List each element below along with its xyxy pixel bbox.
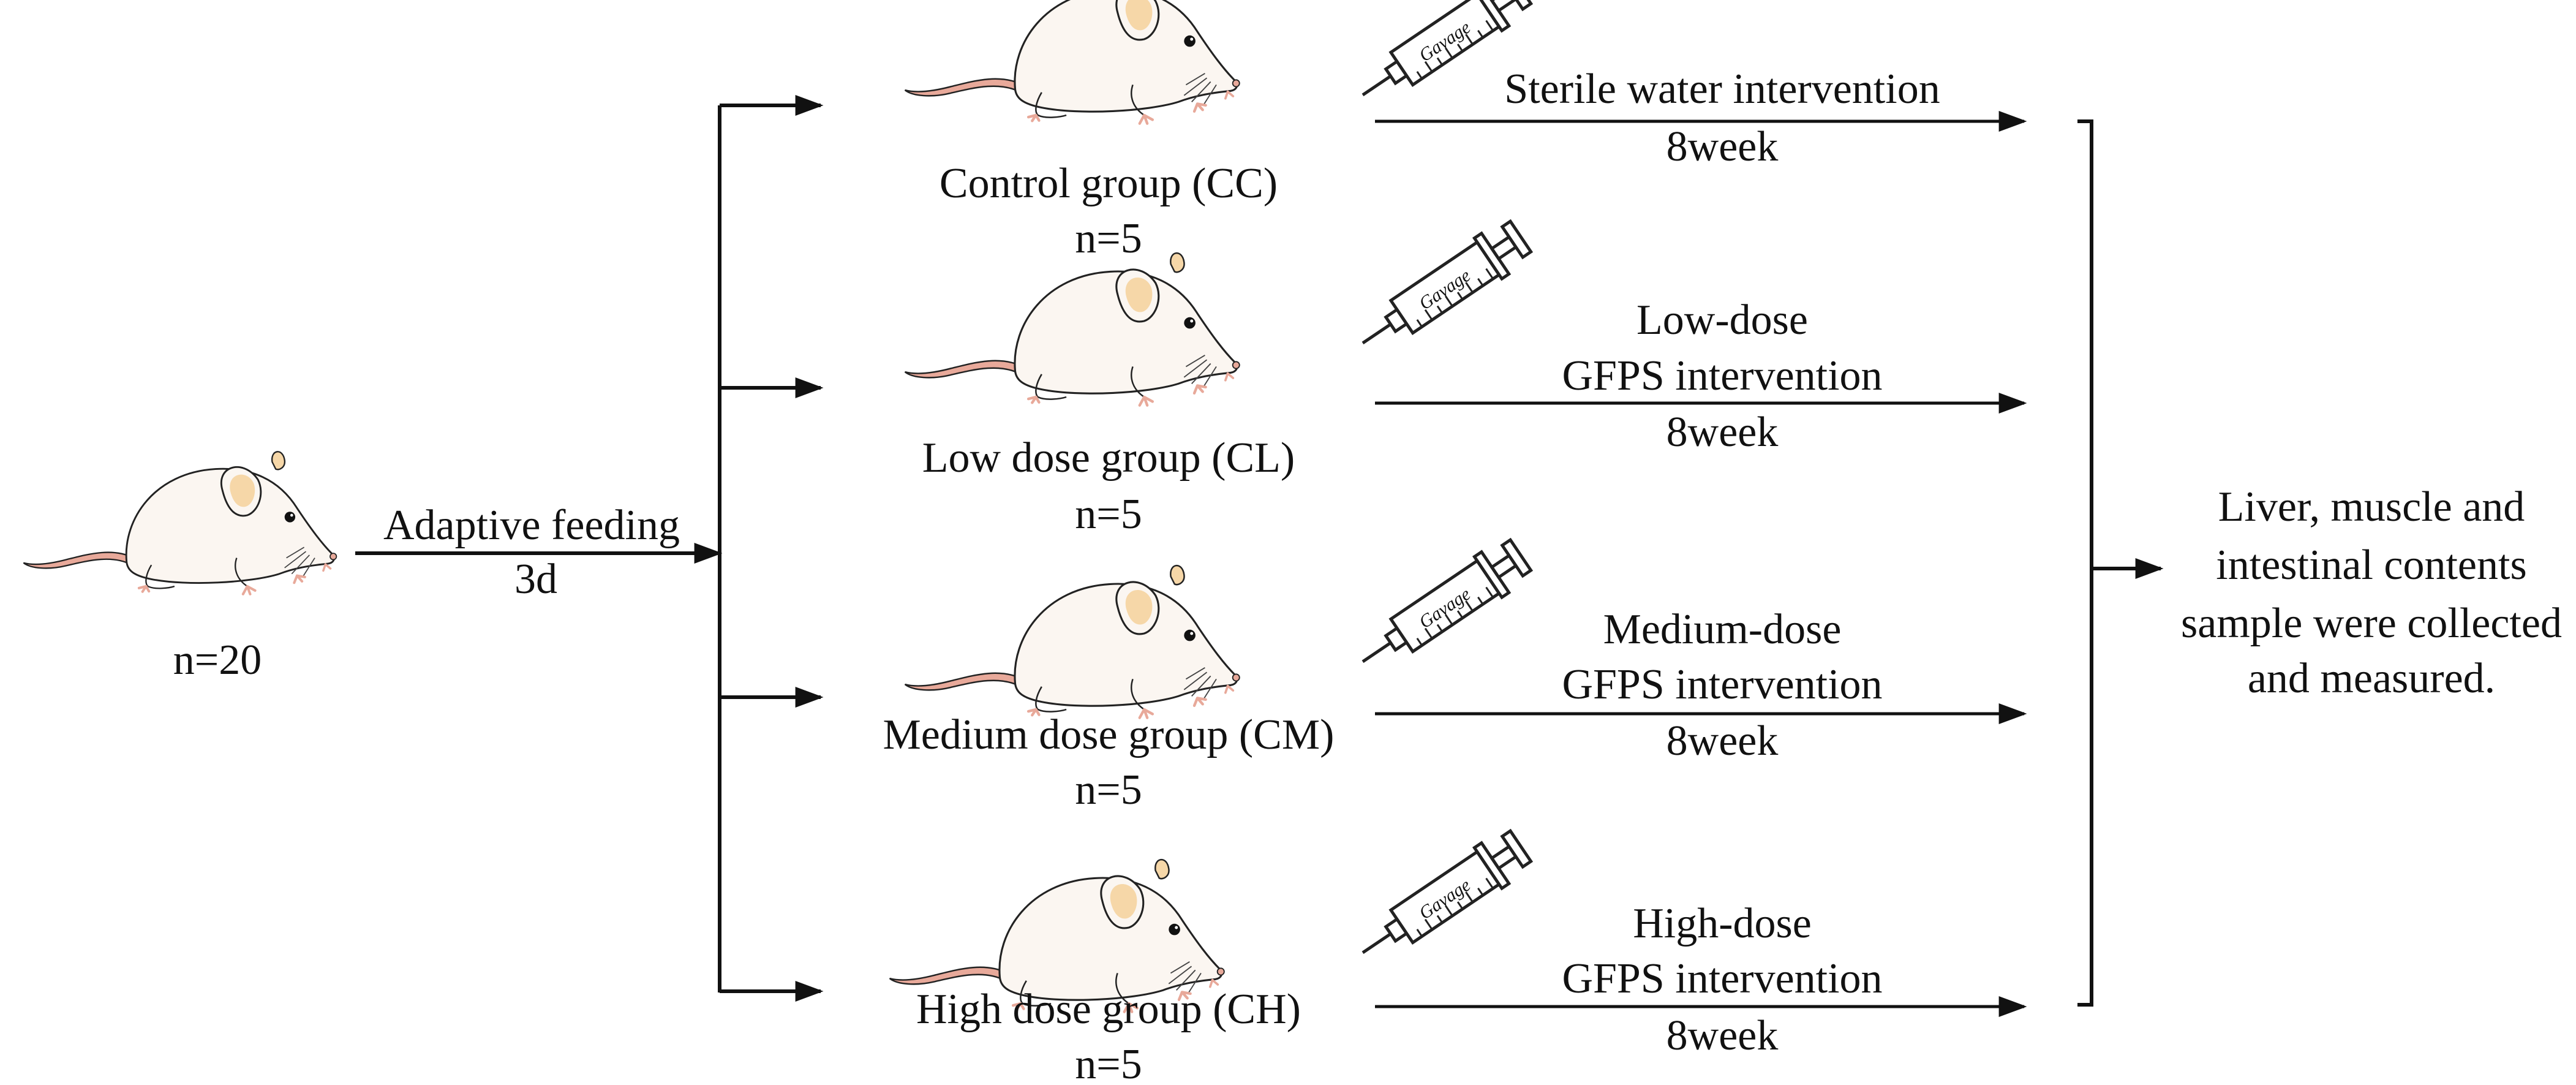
group-count-low: n=5 [1075,491,1142,538]
outcome-line-3: sample were collected [2181,600,2562,647]
mouse-illustration-control [905,0,1240,124]
group-count-control: n=5 [1075,215,1142,262]
adaptation-duration: 3d [514,556,557,603]
mouse-illustration-low [905,253,1240,406]
outcome-line-4: and measured. [2248,655,2495,702]
outcome-line-1: Liver, muscle and [2218,483,2525,531]
group-count-high: n=5 [1075,1041,1142,1082]
start-count-label: n=20 [173,637,262,684]
mouse-illustration-medium [905,565,1240,718]
group-name-high: High dose group (CH) [916,986,1301,1033]
merge-bracket [2077,119,2093,1007]
intervention-label-medium-2: GFPS intervention [1562,661,1882,708]
adaptation-label: Adaptive feeding [383,502,680,549]
intervention-label-low-1: Low-dose [1636,297,1808,344]
group-name-medium: Medium dose group (CM) [883,711,1335,758]
duration-label-high: 8week [1666,1012,1779,1059]
intervention-label-control: Sterile water intervention [1504,66,1940,113]
syringe-icon-high: Gavage [1349,826,1535,973]
mouse-illustration-start [23,452,336,594]
syringe-icon-medium: Gavage [1349,535,1535,682]
intervention-label-medium-1: Medium-dose [1603,606,1842,653]
syringe-icon-low: Gavage [1349,216,1535,363]
intervention-label-high-1: High-dose [1633,900,1812,947]
intervention-label-high-2: GFPS intervention [1562,955,1882,1002]
duration-label-medium: 8week [1666,717,1779,765]
duration-label-low: 8week [1666,409,1779,456]
group-name-low: Low dose group (CL) [922,434,1295,482]
intervention-label-low-2: GFPS intervention [1562,352,1882,399]
duration-label-control: 8week [1666,123,1779,170]
outcome-line-2: intestinal contents [2216,542,2526,589]
group-count-medium: n=5 [1075,766,1142,814]
group-name-control: Control group (CC) [940,160,1278,207]
